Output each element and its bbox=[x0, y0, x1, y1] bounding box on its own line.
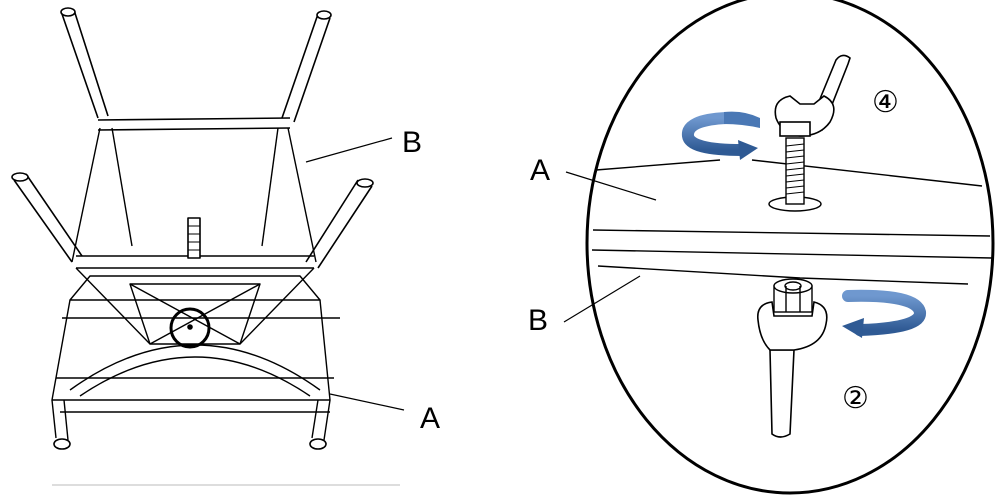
chair-frame-illustration bbox=[11, 7, 374, 450]
leader-line-a-detail bbox=[565, 171, 657, 201]
top-wrench bbox=[774, 54, 851, 137]
label-frame-a: A bbox=[420, 402, 440, 435]
step-number-bottom: ② bbox=[842, 381, 869, 416]
highlight-circle bbox=[169, 307, 211, 349]
bottom-nut bbox=[773, 278, 813, 313]
label-detail-b: B bbox=[528, 304, 548, 337]
leader-line-b-left bbox=[305, 137, 393, 163]
rotate-arrow-top bbox=[682, 111, 760, 160]
label-frame-b: B bbox=[402, 126, 422, 159]
label-detail-a: A bbox=[530, 154, 550, 187]
chair-leg-front-right bbox=[305, 178, 374, 269]
leader-line-a-left bbox=[329, 393, 405, 411]
step-number-top: ④ bbox=[872, 85, 899, 120]
detail-view: ④ ② bbox=[585, 0, 995, 495]
chair-leg-front-left bbox=[11, 172, 83, 263]
chair-leg-back-left bbox=[60, 7, 109, 119]
leader-line-b-detail bbox=[563, 275, 641, 323]
detail-ellipse bbox=[585, 0, 995, 495]
chair-leg-back-right bbox=[281, 10, 332, 123]
bottom-wrench bbox=[756, 301, 828, 438]
rotate-arrow-bottom bbox=[842, 289, 926, 338]
